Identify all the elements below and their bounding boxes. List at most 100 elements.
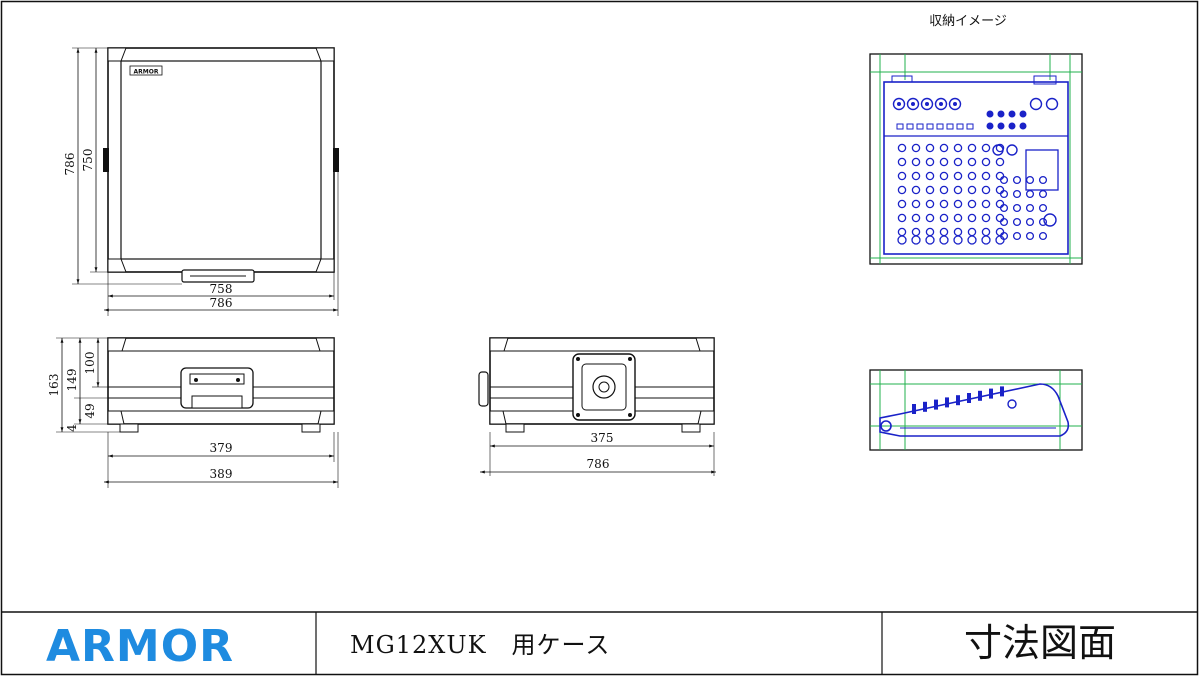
back-dim-width-inner: 375	[591, 431, 614, 445]
mixer-master-knob	[999, 189, 1009, 199]
side-foot	[119, 423, 139, 433]
title-block: ARMOR MG12XUK 用ケース 寸法図面	[1, 611, 1198, 675]
mixer-channel-knob	[925, 157, 935, 167]
mixer-xlr-jack	[892, 97, 906, 111]
mixer-side-frame	[869, 369, 1083, 451]
mixer-channel-knob	[967, 213, 977, 223]
mixer-master-knob	[1012, 175, 1022, 185]
mixer-switch	[906, 123, 914, 130]
front-badge	[129, 65, 163, 76]
mixer-channel-knob	[939, 171, 949, 181]
mixer-jack-pin	[953, 102, 957, 106]
front-dim-width-outer: 786	[210, 296, 233, 310]
mixer-fader-knob	[939, 235, 949, 245]
mixer-channel-knob	[939, 185, 949, 195]
mixer-channel-knob	[981, 171, 991, 181]
mixer-channel-knob	[939, 213, 949, 223]
side-dim-width-outer: 389	[210, 467, 233, 481]
mixer-master-knob	[1012, 217, 1022, 227]
mixer-master-knob	[999, 203, 1009, 213]
mixer-side-knob	[1000, 386, 1004, 397]
mixer-channel-knob	[981, 213, 991, 223]
mixer-knob	[997, 110, 1005, 118]
mixer-channel-knob	[967, 199, 977, 209]
mixer-knob	[1008, 122, 1016, 130]
mixer-jack-pin	[897, 102, 901, 106]
side-view: 163 149 100 49 4 379 389	[47, 337, 339, 488]
mixer-side-knob	[978, 390, 982, 401]
front-badge-text: ARMOR	[134, 69, 159, 76]
mixer-xlr-jack	[920, 97, 934, 111]
mixer-fader-knob	[925, 235, 935, 245]
mixer-switch	[896, 123, 904, 130]
mixer-channel-knob	[925, 143, 935, 153]
mixer-channel-knob	[911, 171, 921, 181]
mixer-channel-knob	[911, 157, 921, 167]
mixer-knob	[986, 122, 994, 130]
corner-cap	[107, 258, 127, 273]
mixer-knob	[1008, 110, 1016, 118]
back-dim-width-outer: 786	[587, 457, 610, 471]
mixer-switch	[926, 123, 934, 130]
mixer-top-illustration	[870, 54, 1082, 264]
mixer-main-knob	[1043, 213, 1057, 227]
side-dim-width-inner: 379	[210, 441, 233, 455]
mixer-channel-knob	[981, 143, 991, 153]
mixer-channel-knob	[953, 213, 963, 223]
mixer-phones-jack	[1006, 144, 1018, 156]
mixer-knob	[1019, 110, 1027, 118]
storage-image-top: 収納イメージ	[869, 14, 1083, 265]
mixer-channel-knob	[953, 185, 963, 195]
mixer-side-jack	[880, 420, 892, 432]
back-view: 375 786	[478, 337, 716, 476]
storage-image-side	[869, 369, 1083, 451]
mixer-switch	[946, 123, 954, 130]
mixer-channel-knob	[897, 143, 907, 153]
back-foot	[505, 423, 525, 433]
back-foot	[681, 423, 701, 433]
front-dim-height-outer: 786	[63, 153, 77, 176]
front-case-inner	[120, 60, 322, 260]
mixer-channel-knob	[911, 213, 921, 223]
mixer-channel-knob	[995, 157, 1005, 167]
mixer-channel-knob	[939, 157, 949, 167]
mixer-outline-frame	[869, 53, 1083, 265]
mixer-fader-knob	[953, 235, 963, 245]
front-dim-height-inner: 750	[81, 149, 95, 172]
side-dim-height-total: 163	[47, 374, 61, 397]
mixer-xlr-jack	[934, 97, 948, 111]
mixer-channel-knob	[897, 185, 907, 195]
side-dim-height-lid: 100	[83, 352, 97, 375]
mixer-channel-knob	[897, 171, 907, 181]
mixer-side-knob	[956, 395, 960, 406]
mixer-master-knob	[1038, 175, 1048, 185]
mixer-master-knob	[999, 217, 1009, 227]
corner-cap	[315, 47, 335, 62]
model-name: MG12XUK 用ケース	[350, 631, 610, 659]
mixer-master-knob	[1025, 203, 1035, 213]
mixer-switch	[966, 123, 974, 130]
mixer-channel-knob	[897, 157, 907, 167]
corner-cap	[315, 258, 335, 273]
mixer-master-knob	[1012, 231, 1022, 241]
mixer-channel-knob	[925, 213, 935, 223]
mixer-channel-knob	[995, 143, 1005, 153]
mixer-channel-knob	[967, 157, 977, 167]
mixer-side-knob	[945, 397, 949, 408]
mixer-channel-knob	[911, 185, 921, 195]
mixer-master-knob	[1012, 189, 1022, 199]
side-latch	[103, 148, 109, 172]
mixer-channel-knob	[911, 143, 921, 153]
mixer-channel-knob	[911, 199, 921, 209]
side-foot	[301, 423, 321, 433]
mixer-side-jack	[1007, 399, 1017, 409]
mixer-channel-knob	[939, 143, 949, 153]
mixer-xlr-jack	[948, 97, 962, 111]
mixer-channel-knob	[981, 199, 991, 209]
mixer-xlr-jack	[906, 97, 920, 111]
mixer-channel-knob	[925, 199, 935, 209]
mixer-channel-knob	[925, 185, 935, 195]
drawing-title: 寸法図面	[964, 621, 1116, 665]
mixer-channel-knob	[967, 143, 977, 153]
